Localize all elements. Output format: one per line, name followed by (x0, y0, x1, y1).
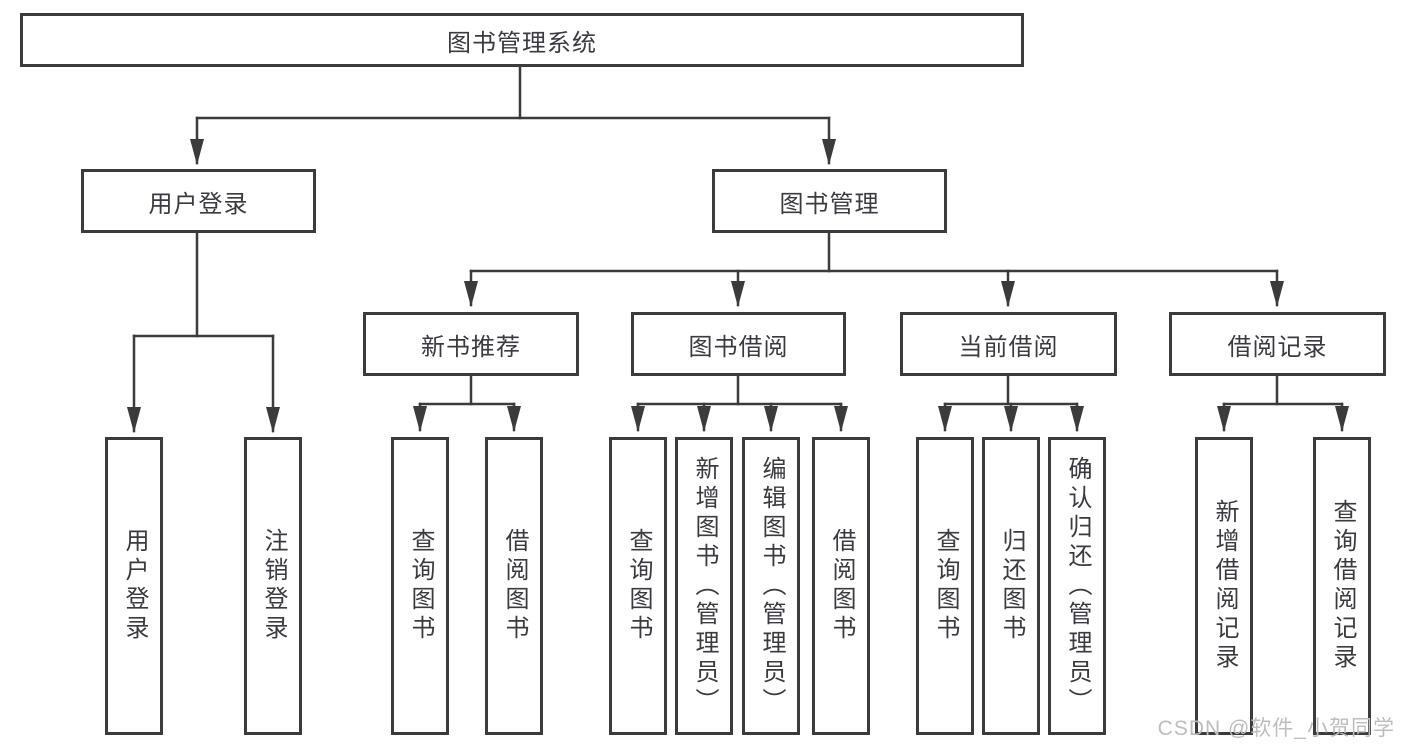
connector-current-borrowing-split (938, 374, 1084, 432)
leaf-query-books-current: 查询图书 (916, 437, 974, 735)
node-current-borrowing: 当前借阅 (900, 312, 1117, 376)
connector-user-login-split (127, 231, 280, 433)
leaf-query-books-current-label: 查询图书 (932, 528, 959, 644)
node-library-management-system: 图书管理系统 (20, 13, 1024, 67)
leaf-borrow-books-recommend: 借阅图书 (485, 437, 543, 735)
leaf-logout: 注销登录 (244, 437, 302, 735)
csdn-watermark: CSDN @软件_小贺同学 (1157, 717, 1395, 740)
leaf-add-borrow-record-label: 新增借阅记录 (1211, 499, 1238, 673)
leaf-return-books-label: 归还图书 (998, 528, 1025, 644)
leaf-borrow-books-recommend-label: 借阅图书 (501, 528, 528, 644)
node-borrowing-records: 借阅记录 (1169, 312, 1386, 376)
leaf-return-books: 归还图书 (982, 437, 1040, 735)
leaf-query-books-recommend: 查询图书 (391, 437, 449, 735)
leaf-edit-book-admin: 编辑图书（管理员） (742, 437, 800, 735)
node-new-book-recommend: 新书推荐 (363, 312, 579, 376)
leaf-add-borrow-record: 新增借阅记录 (1195, 437, 1253, 735)
leaf-user-login: 用户登录 (105, 437, 163, 735)
leaf-edit-book-admin-label: 编辑图书（管理员） (758, 455, 785, 717)
leaf-query-books-recommend-label: 查询图书 (407, 528, 434, 644)
leaf-logout-label: 注销登录 (260, 528, 287, 644)
connector-book-management-split (464, 231, 1284, 307)
node-book-management: 图书管理 (712, 169, 947, 233)
leaf-query-books-borrowing-label: 查询图书 (625, 528, 652, 644)
leaf-add-book-admin: 新增图书（管理员） (675, 437, 733, 735)
leaf-confirm-return-admin: 确认归还（管理员） (1048, 437, 1106, 735)
leaf-borrow-books-borrowing: 借阅图书 (812, 437, 870, 735)
leaf-add-book-admin-label: 新增图书（管理员） (691, 455, 718, 717)
connector-new-book-split (413, 374, 521, 432)
node-user-login: 用户登录 (81, 169, 316, 233)
leaf-user-login-label: 用户登录 (121, 528, 148, 644)
node-book-borrowing: 图书借阅 (631, 312, 846, 376)
leaf-borrow-books-borrowing-label: 借阅图书 (828, 528, 855, 644)
leaf-query-books-borrowing: 查询图书 (609, 437, 667, 735)
leaf-query-borrow-record: 查询借阅记录 (1313, 437, 1371, 735)
connector-borrow-records-split (1217, 374, 1349, 432)
connector-root-split (190, 65, 836, 165)
leaf-query-borrow-record-label: 查询借阅记录 (1329, 499, 1356, 673)
leaf-confirm-return-admin-label: 确认归还（管理员） (1064, 455, 1091, 717)
connector-book-borrowing-split (631, 374, 848, 432)
